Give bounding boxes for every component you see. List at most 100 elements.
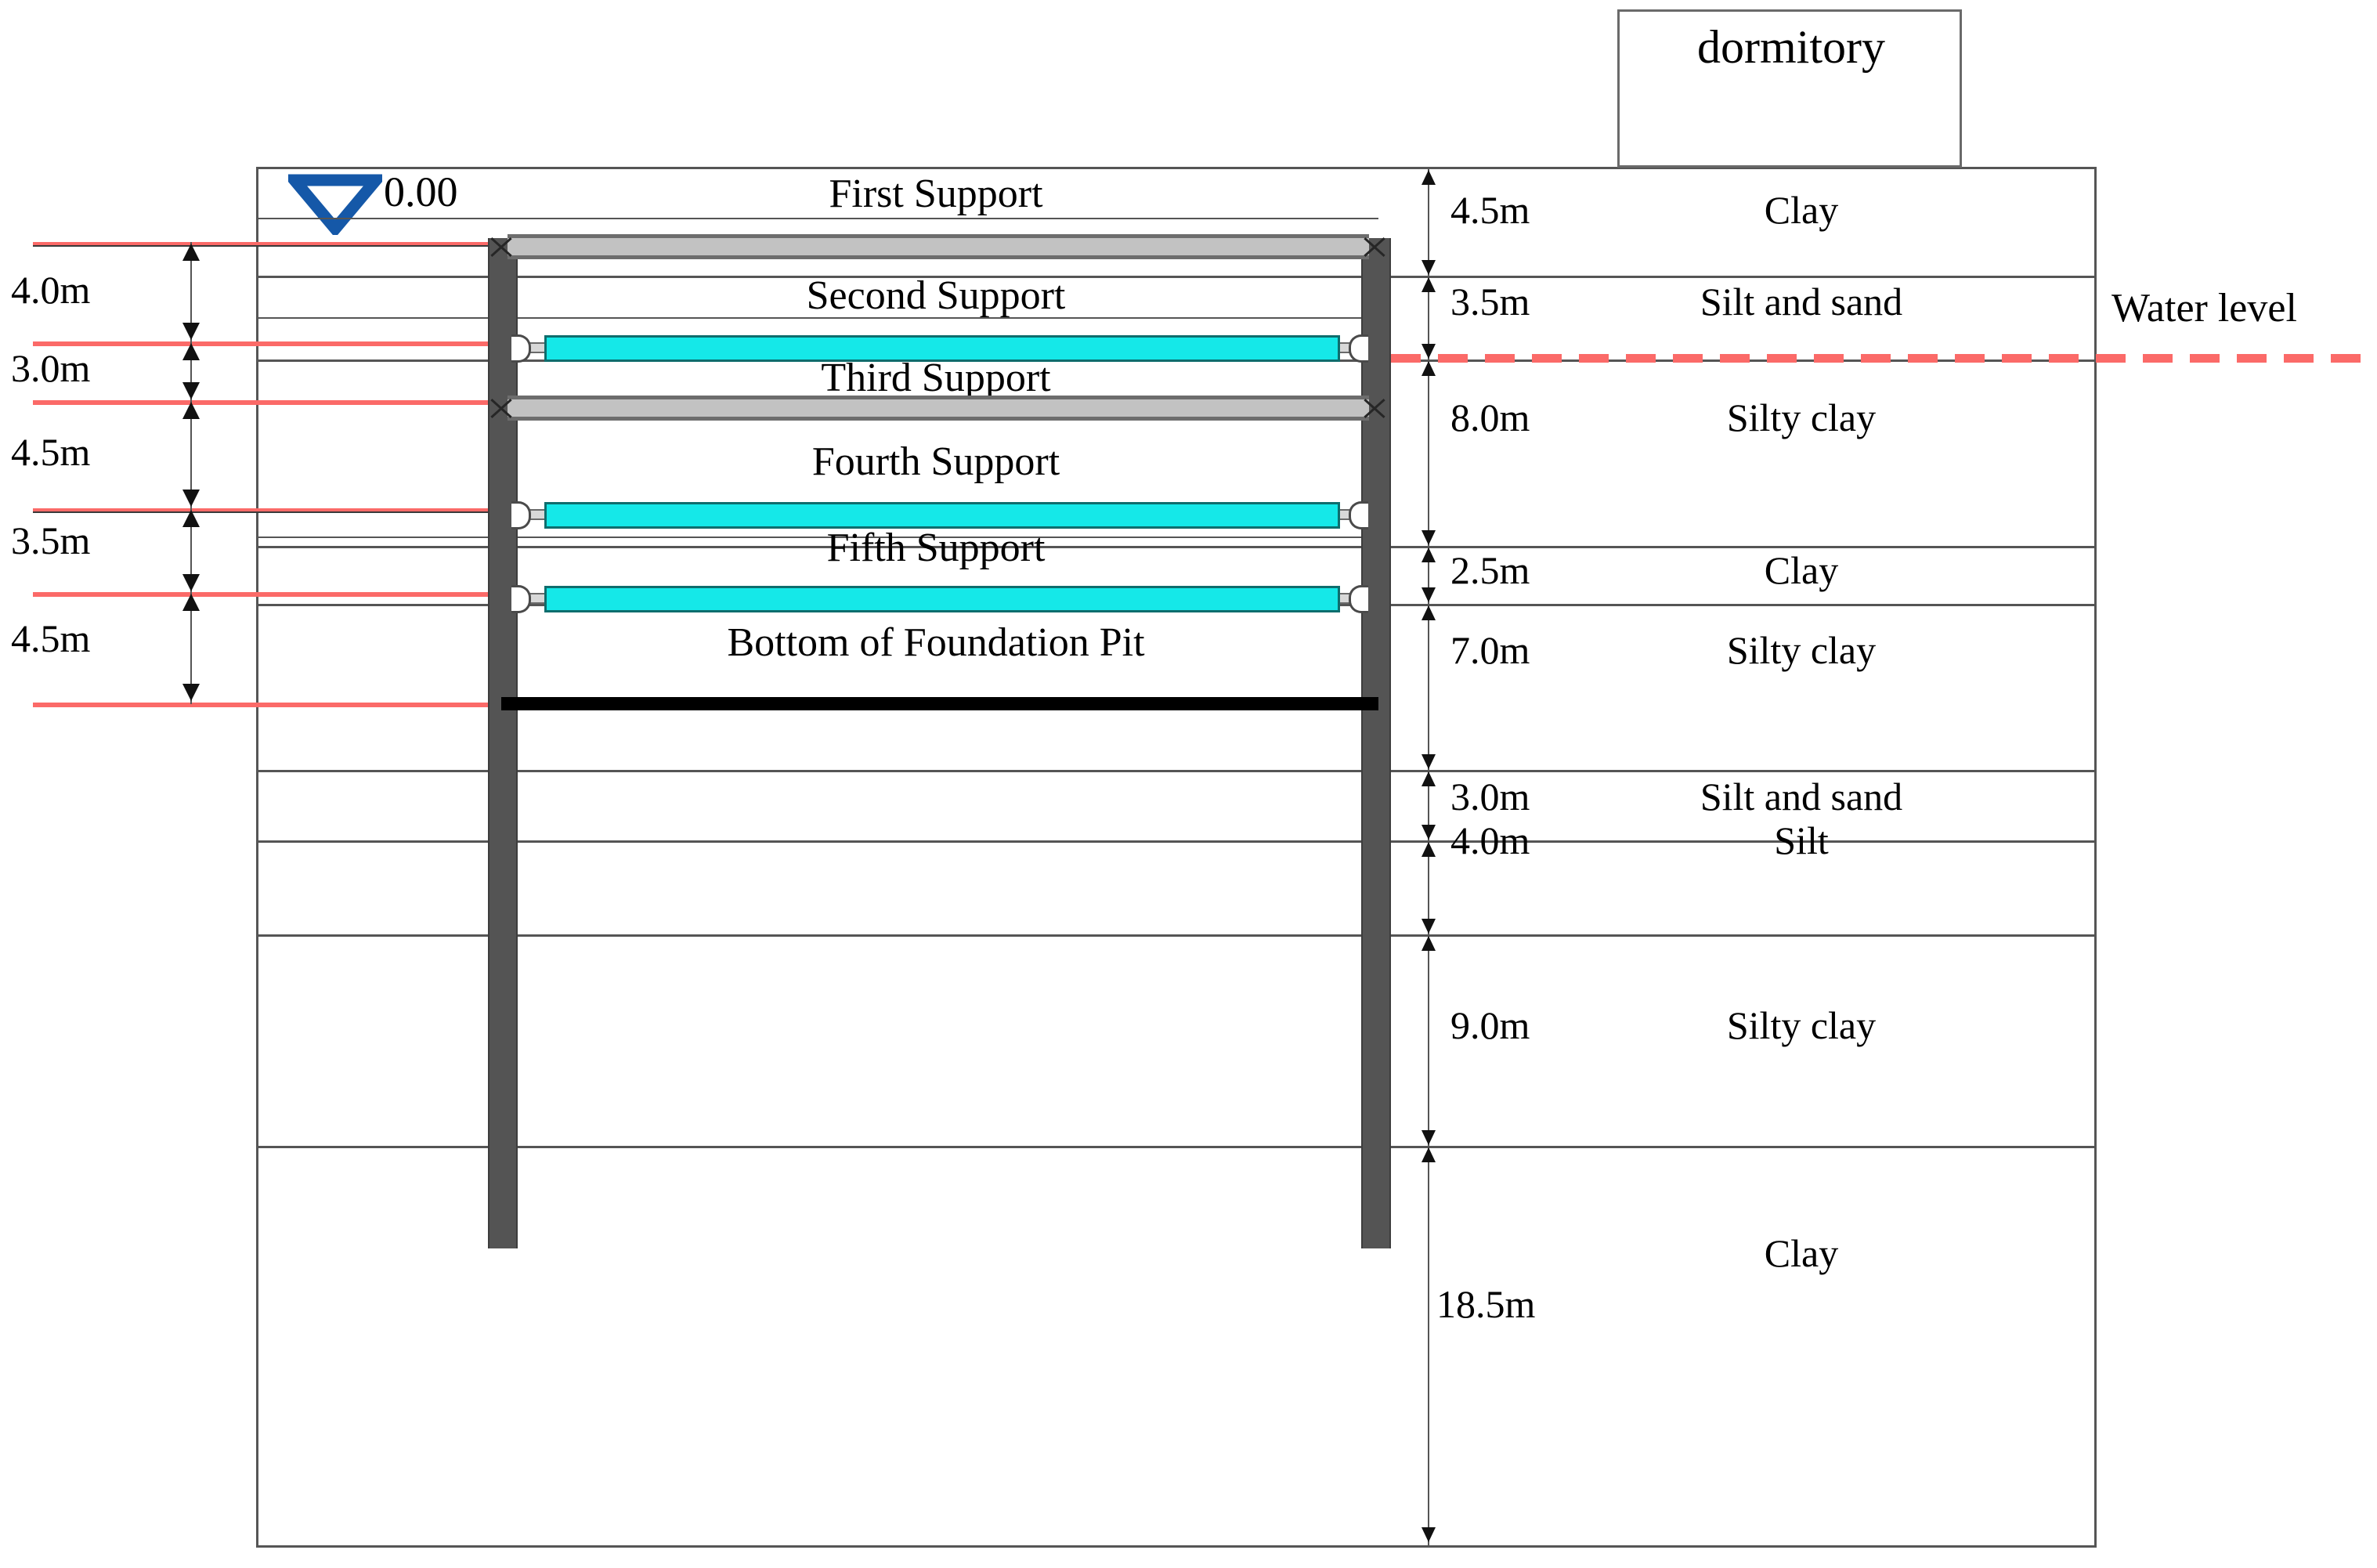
strut-connector-x-left-1 (488, 233, 515, 259)
dim-arrow-up-2 (182, 343, 200, 360)
surface-elevation-label: 0.00 (384, 168, 458, 215)
soil-arrow-up-5 (1422, 605, 1436, 620)
soil-boundary-7 (256, 934, 2097, 937)
soil-name-label-7: Silt (1774, 818, 1829, 862)
soil-arrow-dn-2 (1422, 344, 1436, 359)
excavation-depth-label-5: 4.5m (11, 616, 91, 660)
excavation-line-stage-0 (33, 242, 500, 247)
support-label-3: Third Support (821, 356, 1051, 400)
pit-inner-line-2 (258, 317, 1378, 319)
soil-arrow-dn-7 (1422, 919, 1436, 934)
soil-name-label-6: Silt and sand (1700, 775, 1903, 818)
soil-thickness-label-2: 3.5m (1450, 280, 1530, 323)
dormitory-box (1617, 9, 1962, 168)
excavation-depth-label-3: 4.5m (11, 430, 91, 474)
dim-arrow-dn-2 (182, 382, 200, 399)
soil-thickness-label-9: 18.5m (1436, 1282, 1536, 1326)
soil-arrow-up-6 (1422, 771, 1436, 786)
strut-cap-right-2 (1349, 334, 1368, 363)
soil-boundary-6 (256, 840, 2097, 843)
dim-arrow-dn-5 (182, 684, 200, 701)
excavation-depth-label-1: 4.0m (11, 268, 91, 312)
excavation-line-stage-3 (33, 508, 500, 513)
dim-arrow-dn-4 (182, 574, 200, 591)
soil-name-label-8: Silty clay (1726, 1003, 1877, 1047)
support-strut-4 (544, 502, 1340, 529)
soil-arrow-up-1 (1422, 170, 1436, 185)
soil-arrow-up-8 (1422, 936, 1436, 951)
dim-arrow-up-4 (182, 510, 200, 527)
strut-cap-left-2 (511, 334, 531, 363)
soil-arrow-dn-1 (1422, 260, 1436, 275)
soil-frame-right (2094, 167, 2097, 1548)
strut-cap-right-5 (1349, 585, 1368, 613)
dim-arrow-up-3 (182, 402, 200, 419)
excavation-depth-label-4: 3.5m (11, 518, 91, 562)
soil-frame-left (256, 167, 258, 1548)
dimension-column-line (190, 242, 192, 704)
dim-arrow-dn-3 (182, 490, 200, 507)
dim-arrow-up-5 (182, 594, 200, 611)
soil-arrow-dn-9 (1422, 1527, 1436, 1542)
support-label-2: Second Support (806, 273, 1066, 318)
support-strut-5 (544, 586, 1340, 612)
soil-name-label-9: Clay (1764, 1231, 1839, 1275)
soil-name-label-3: Silty clay (1726, 396, 1877, 439)
pit-inner-line-1 (258, 218, 1378, 219)
dim-arrow-up-1 (182, 244, 200, 261)
leader-line-stage-0 (33, 245, 500, 247)
support-label-5: Fifth Support (826, 526, 1046, 570)
soil-arrow-up-7 (1422, 842, 1436, 857)
soil-thickness-label-4: 2.5m (1450, 548, 1530, 592)
excavation-line-stage-5 (33, 703, 500, 707)
soil-arrow-up-4 (1422, 547, 1436, 562)
excavation-line-stage-4 (33, 592, 500, 597)
soil-thickness-label-1: 4.5m (1450, 188, 1530, 232)
water-level-label: Water level (2111, 286, 2297, 331)
soil-arrow-dn-6 (1422, 825, 1436, 840)
excavation-line-stage-1 (33, 341, 500, 346)
support-label-1: First Support (829, 172, 1043, 216)
strut-connector-x-right-3 (1361, 394, 1388, 421)
soil-boundary-1 (256, 276, 2097, 278)
strut-connector-x-left-3 (488, 394, 515, 421)
soil-boundary-3 (256, 546, 2097, 548)
soil-frame-top (256, 167, 2097, 169)
strut-cap-left-4 (511, 501, 531, 529)
strut-connector-x-right-1 (1361, 233, 1388, 259)
soil-name-label-5: Silty clay (1726, 628, 1877, 672)
soil-thickness-label-8: 9.0m (1450, 1003, 1530, 1047)
soil-thickness-label-3: 8.0m (1450, 396, 1530, 439)
soil-name-label-2: Silt and sand (1700, 280, 1903, 323)
water-level-line (1391, 354, 2374, 363)
soil-arrow-dn-4 (1422, 587, 1436, 602)
pit-inner-line-3 (258, 537, 1378, 538)
excavation-depth-label-2: 3.0m (11, 346, 91, 390)
soil-arrow-up-3 (1422, 361, 1436, 376)
soil-arrow-dn-8 (1422, 1130, 1436, 1145)
soil-arrow-dn-5 (1422, 754, 1436, 769)
leader-line-stage-3 (33, 511, 500, 513)
soil-name-label-4: Clay (1764, 548, 1839, 592)
soil-dimension-column-line (1428, 168, 1429, 1547)
soil-boundary-5 (256, 770, 2097, 772)
excavation-line-stage-2 (33, 400, 500, 405)
support-label-4: Fourth Support (811, 439, 1060, 484)
strut-cap-left-5 (511, 585, 531, 613)
support-strut-1 (508, 234, 1369, 259)
strut-cap-right-4 (1349, 501, 1368, 529)
soil-boundary-8 (256, 1146, 2097, 1148)
pit-bottom-line (501, 697, 1378, 710)
soil-frame-bottom (256, 1545, 2097, 1548)
soil-arrow-dn-3 (1422, 530, 1436, 545)
support-strut-2 (544, 335, 1340, 362)
soil-thickness-label-5: 7.0m (1450, 628, 1530, 672)
soil-arrow-up-9 (1422, 1147, 1436, 1162)
soil-thickness-label-7: 4.0m (1450, 818, 1530, 862)
dim-arrow-dn-1 (182, 323, 200, 340)
pit-bottom-label: Bottom of Foundation Pit (727, 620, 1145, 665)
soil-name-label-1: Clay (1764, 188, 1839, 232)
soil-arrow-up-2 (1422, 277, 1436, 292)
dormitory-label: dormitory (1697, 21, 1885, 73)
